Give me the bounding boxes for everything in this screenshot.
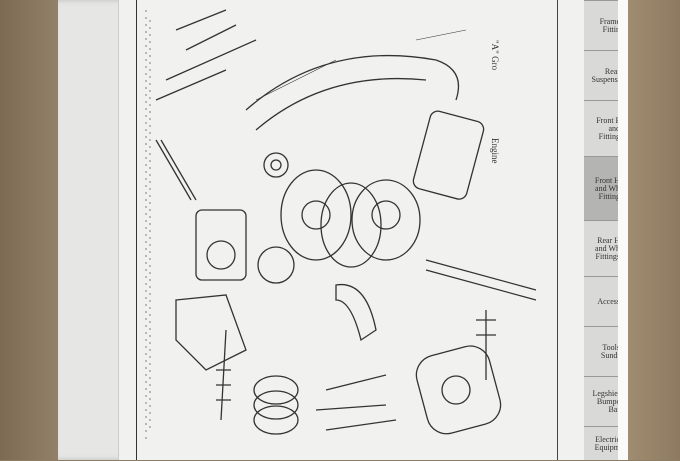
tab-rear-suspension[interactable]: Rear Suspensi — [584, 50, 620, 101]
page-edge — [618, 0, 628, 460]
table-surface-right — [628, 0, 680, 460]
tab-legshield-bumper-bar[interactable]: Legshiel Bumpe Bar — [584, 376, 620, 427]
section-tabs: Frame Fittin Rear Suspensi Front F and F… — [584, 0, 620, 460]
section-label-engine: Engine — [490, 138, 500, 164]
tab-accessories[interactable]: Access — [584, 276, 620, 327]
tab-front-hub-wheel-fittings[interactable]: Front H and Wh Fitting — [584, 156, 620, 221]
tab-rear-hub-wheel-fittings[interactable]: Rear H and Wh Fittings — [584, 220, 620, 277]
section-label-group: "A" Gro — [490, 40, 500, 71]
tab-frame-fittings[interactable]: Frame Fittin — [584, 0, 620, 51]
diagram-frame — [136, 0, 558, 460]
tab-front-fork-fittings[interactable]: Front F and Fitting — [584, 100, 620, 157]
tab-electrical-equipment[interactable]: Electric Equipm — [584, 426, 620, 461]
tab-tools-sundries[interactable]: Tools Sundr — [584, 326, 620, 377]
exploded-engine-diagram — [145, 9, 537, 440]
table-surface-left — [0, 0, 60, 460]
